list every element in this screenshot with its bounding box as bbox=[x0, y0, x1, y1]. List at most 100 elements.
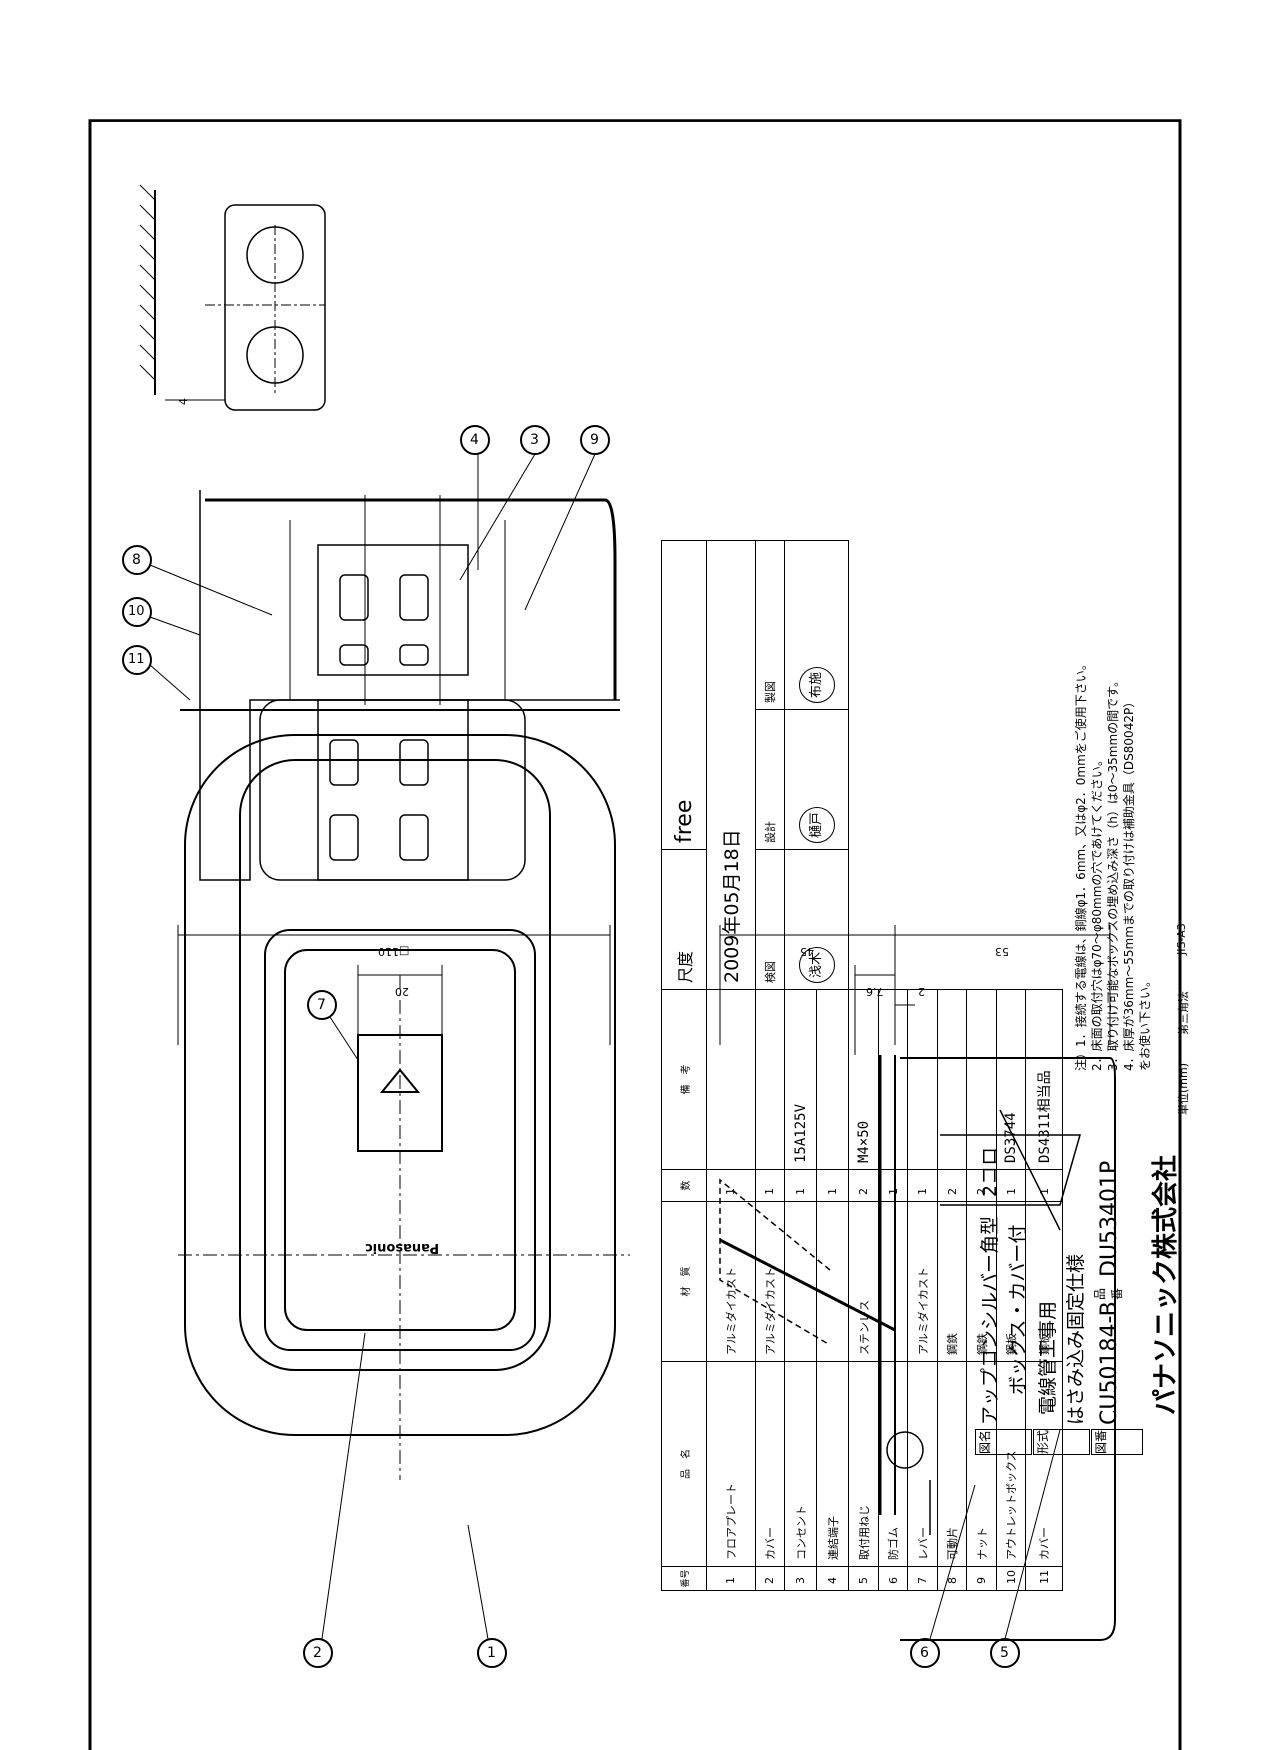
part-row-11-no: 11 bbox=[1025, 1566, 1063, 1591]
part-row-8-note bbox=[937, 989, 967, 1170]
part-row-3-qty: 1 bbox=[784, 1169, 817, 1202]
part-row-2-material: アルミダイカスト bbox=[755, 1201, 785, 1362]
seal-checker: 浅木 bbox=[798, 947, 835, 983]
title-line-1: アップコンシルバー角型 2コロ bbox=[979, 1146, 1001, 1425]
seal-designer: 樋戸 bbox=[798, 807, 835, 843]
balloon-2 bbox=[303, 1638, 333, 1668]
balloon-label-7: 7 bbox=[317, 997, 326, 1013]
role-drafter: 製図 bbox=[755, 540, 785, 710]
part-row-6-note bbox=[878, 989, 908, 1170]
part-row-2-qty: 1 bbox=[755, 1169, 785, 1202]
balloon-label-10: 10 bbox=[128, 604, 145, 619]
balloon-label-2: 2 bbox=[313, 1645, 322, 1661]
balloon-label-5: 5 bbox=[1000, 1645, 1009, 1661]
brand-mark: Panasonic bbox=[365, 1240, 440, 1255]
balloon-7 bbox=[307, 990, 337, 1020]
section-view-box bbox=[122, 425, 620, 881]
part-row-1-material: アルミダイカスト bbox=[706, 1201, 756, 1362]
lever-triangle bbox=[379, 1068, 421, 1093]
part-row-5-no: 5 bbox=[848, 1566, 879, 1591]
drawing-number: CU50184-B bbox=[1097, 1301, 1122, 1425]
part-row-3-name: コンセント bbox=[784, 1361, 817, 1567]
balloon-label-4: 4 bbox=[470, 432, 479, 448]
part-row-6-qty: 1 bbox=[878, 1169, 908, 1202]
parts-name-header: 品 名 bbox=[661, 1361, 707, 1567]
role-designer: 設計 bbox=[755, 709, 785, 850]
balloon-label-6: 6 bbox=[920, 1645, 929, 1661]
part-row-1-name: フロアプレート bbox=[706, 1361, 756, 1567]
balloon-label-11: 11 bbox=[128, 652, 145, 667]
role-checker: 検図 bbox=[755, 849, 785, 990]
projection-label: 第三角法 bbox=[1177, 991, 1190, 1035]
hinban-label: 品番 bbox=[1093, 1288, 1124, 1301]
part-row-4-no: 4 bbox=[816, 1566, 849, 1591]
part-row-7-no: 7 bbox=[907, 1566, 938, 1591]
parts-no-header: 番号 bbox=[661, 1566, 707, 1591]
zuban-label: 図番 bbox=[1091, 1429, 1143, 1455]
balloon-label-9: 9 bbox=[590, 432, 599, 448]
date: 2009年05月18日 bbox=[706, 540, 756, 990]
part-row-5-name: 取付用ねじ bbox=[848, 1361, 879, 1567]
part-row-4-qty: 1 bbox=[816, 1169, 849, 1202]
balloon-label-1: 1 bbox=[487, 1645, 496, 1661]
part-row-9-no: 9 bbox=[966, 1566, 997, 1591]
part-row-4-name: 連結端子 bbox=[816, 1361, 849, 1567]
part-row-10-no: 10 bbox=[996, 1566, 1026, 1591]
product-number: DU53401P bbox=[1097, 1160, 1122, 1277]
scale-value: free bbox=[661, 540, 707, 850]
plan-view bbox=[177, 734, 630, 1668]
scale-label: 尺度 bbox=[661, 849, 707, 990]
balloon-label-8: 8 bbox=[132, 552, 141, 568]
part-row-6-no: 6 bbox=[878, 1566, 908, 1591]
part-row-5-note: M4×50 bbox=[848, 989, 879, 1170]
part-row-7-material: アルミダイカスト bbox=[907, 1201, 938, 1362]
part-row-1-no: 1 bbox=[706, 1566, 756, 1591]
part-row-5-material: ステンレス bbox=[848, 1201, 879, 1362]
part-row-6-name: 防ゴム bbox=[878, 1361, 908, 1567]
part-row-7-name: レバー bbox=[907, 1361, 938, 1567]
balloon-8 bbox=[122, 545, 152, 575]
parts-note-header: 備 考 bbox=[661, 989, 707, 1170]
floor-detail bbox=[139, 184, 326, 411]
part-row-6-material bbox=[878, 1201, 908, 1362]
title-line-2: ボックス・カバー付 bbox=[1007, 1224, 1029, 1395]
plate-inner-rect bbox=[239, 759, 551, 1371]
section-view-plate bbox=[719, 925, 1116, 1668]
sheet-border bbox=[88, 119, 1182, 1750]
part-row-7-qty: 1 bbox=[907, 1169, 938, 1202]
keishiki-label: 形式 bbox=[1033, 1429, 1090, 1455]
part-row-3-material bbox=[784, 1201, 817, 1362]
part-row-5-qty: 2 bbox=[848, 1169, 879, 1202]
part-row-4-note bbox=[816, 989, 849, 1170]
dim-floor-offset: 4 bbox=[177, 398, 190, 405]
balloon-label-3: 3 bbox=[530, 432, 539, 448]
type-line-2: はさみ込み固定仕様 bbox=[1065, 1253, 1087, 1425]
dim-plate-width: □110 bbox=[378, 945, 410, 958]
parts-material-header: 材 質 bbox=[661, 1201, 707, 1362]
part-row-1-qty: 1 bbox=[706, 1169, 756, 1202]
part-row-7-note bbox=[907, 989, 938, 1170]
part-row-2-note bbox=[755, 989, 785, 1170]
part-row-2-no: 2 bbox=[755, 1566, 785, 1591]
balloon-1 bbox=[477, 1638, 507, 1668]
balloon-11 bbox=[122, 645, 152, 675]
balloon-4 bbox=[460, 425, 490, 455]
balloon-6 bbox=[910, 1638, 940, 1668]
paper-size: JIS-A3 bbox=[1175, 923, 1188, 955]
part-row-8-material: 鋼鉄 bbox=[937, 1201, 967, 1362]
unit-label: 単位(mm) bbox=[1177, 1062, 1190, 1115]
part-row-8-no: 8 bbox=[937, 1566, 967, 1591]
part-row-3-note: 15A125V bbox=[784, 989, 817, 1170]
title-block: 図名 アップコンシルバー角型 2コロ ボックス・カバー付 形式 電線管工事用 は… bbox=[975, 405, 1195, 1455]
parts-qty-header: 数 bbox=[661, 1169, 707, 1202]
dim-lever-width: 20 bbox=[395, 985, 409, 998]
company-name: パナソニック株式会社 bbox=[1151, 1154, 1181, 1415]
part-row-4-material bbox=[816, 1201, 849, 1362]
seal-drafter: 布施 bbox=[798, 667, 835, 703]
type-line-1: 電線管工事用 bbox=[1037, 1300, 1059, 1415]
part-row-1-note bbox=[706, 989, 756, 1170]
part-row-2-name: カバー bbox=[755, 1361, 785, 1567]
part-row-8-qty: 2 bbox=[937, 1169, 967, 1202]
balloon-10 bbox=[122, 597, 152, 627]
